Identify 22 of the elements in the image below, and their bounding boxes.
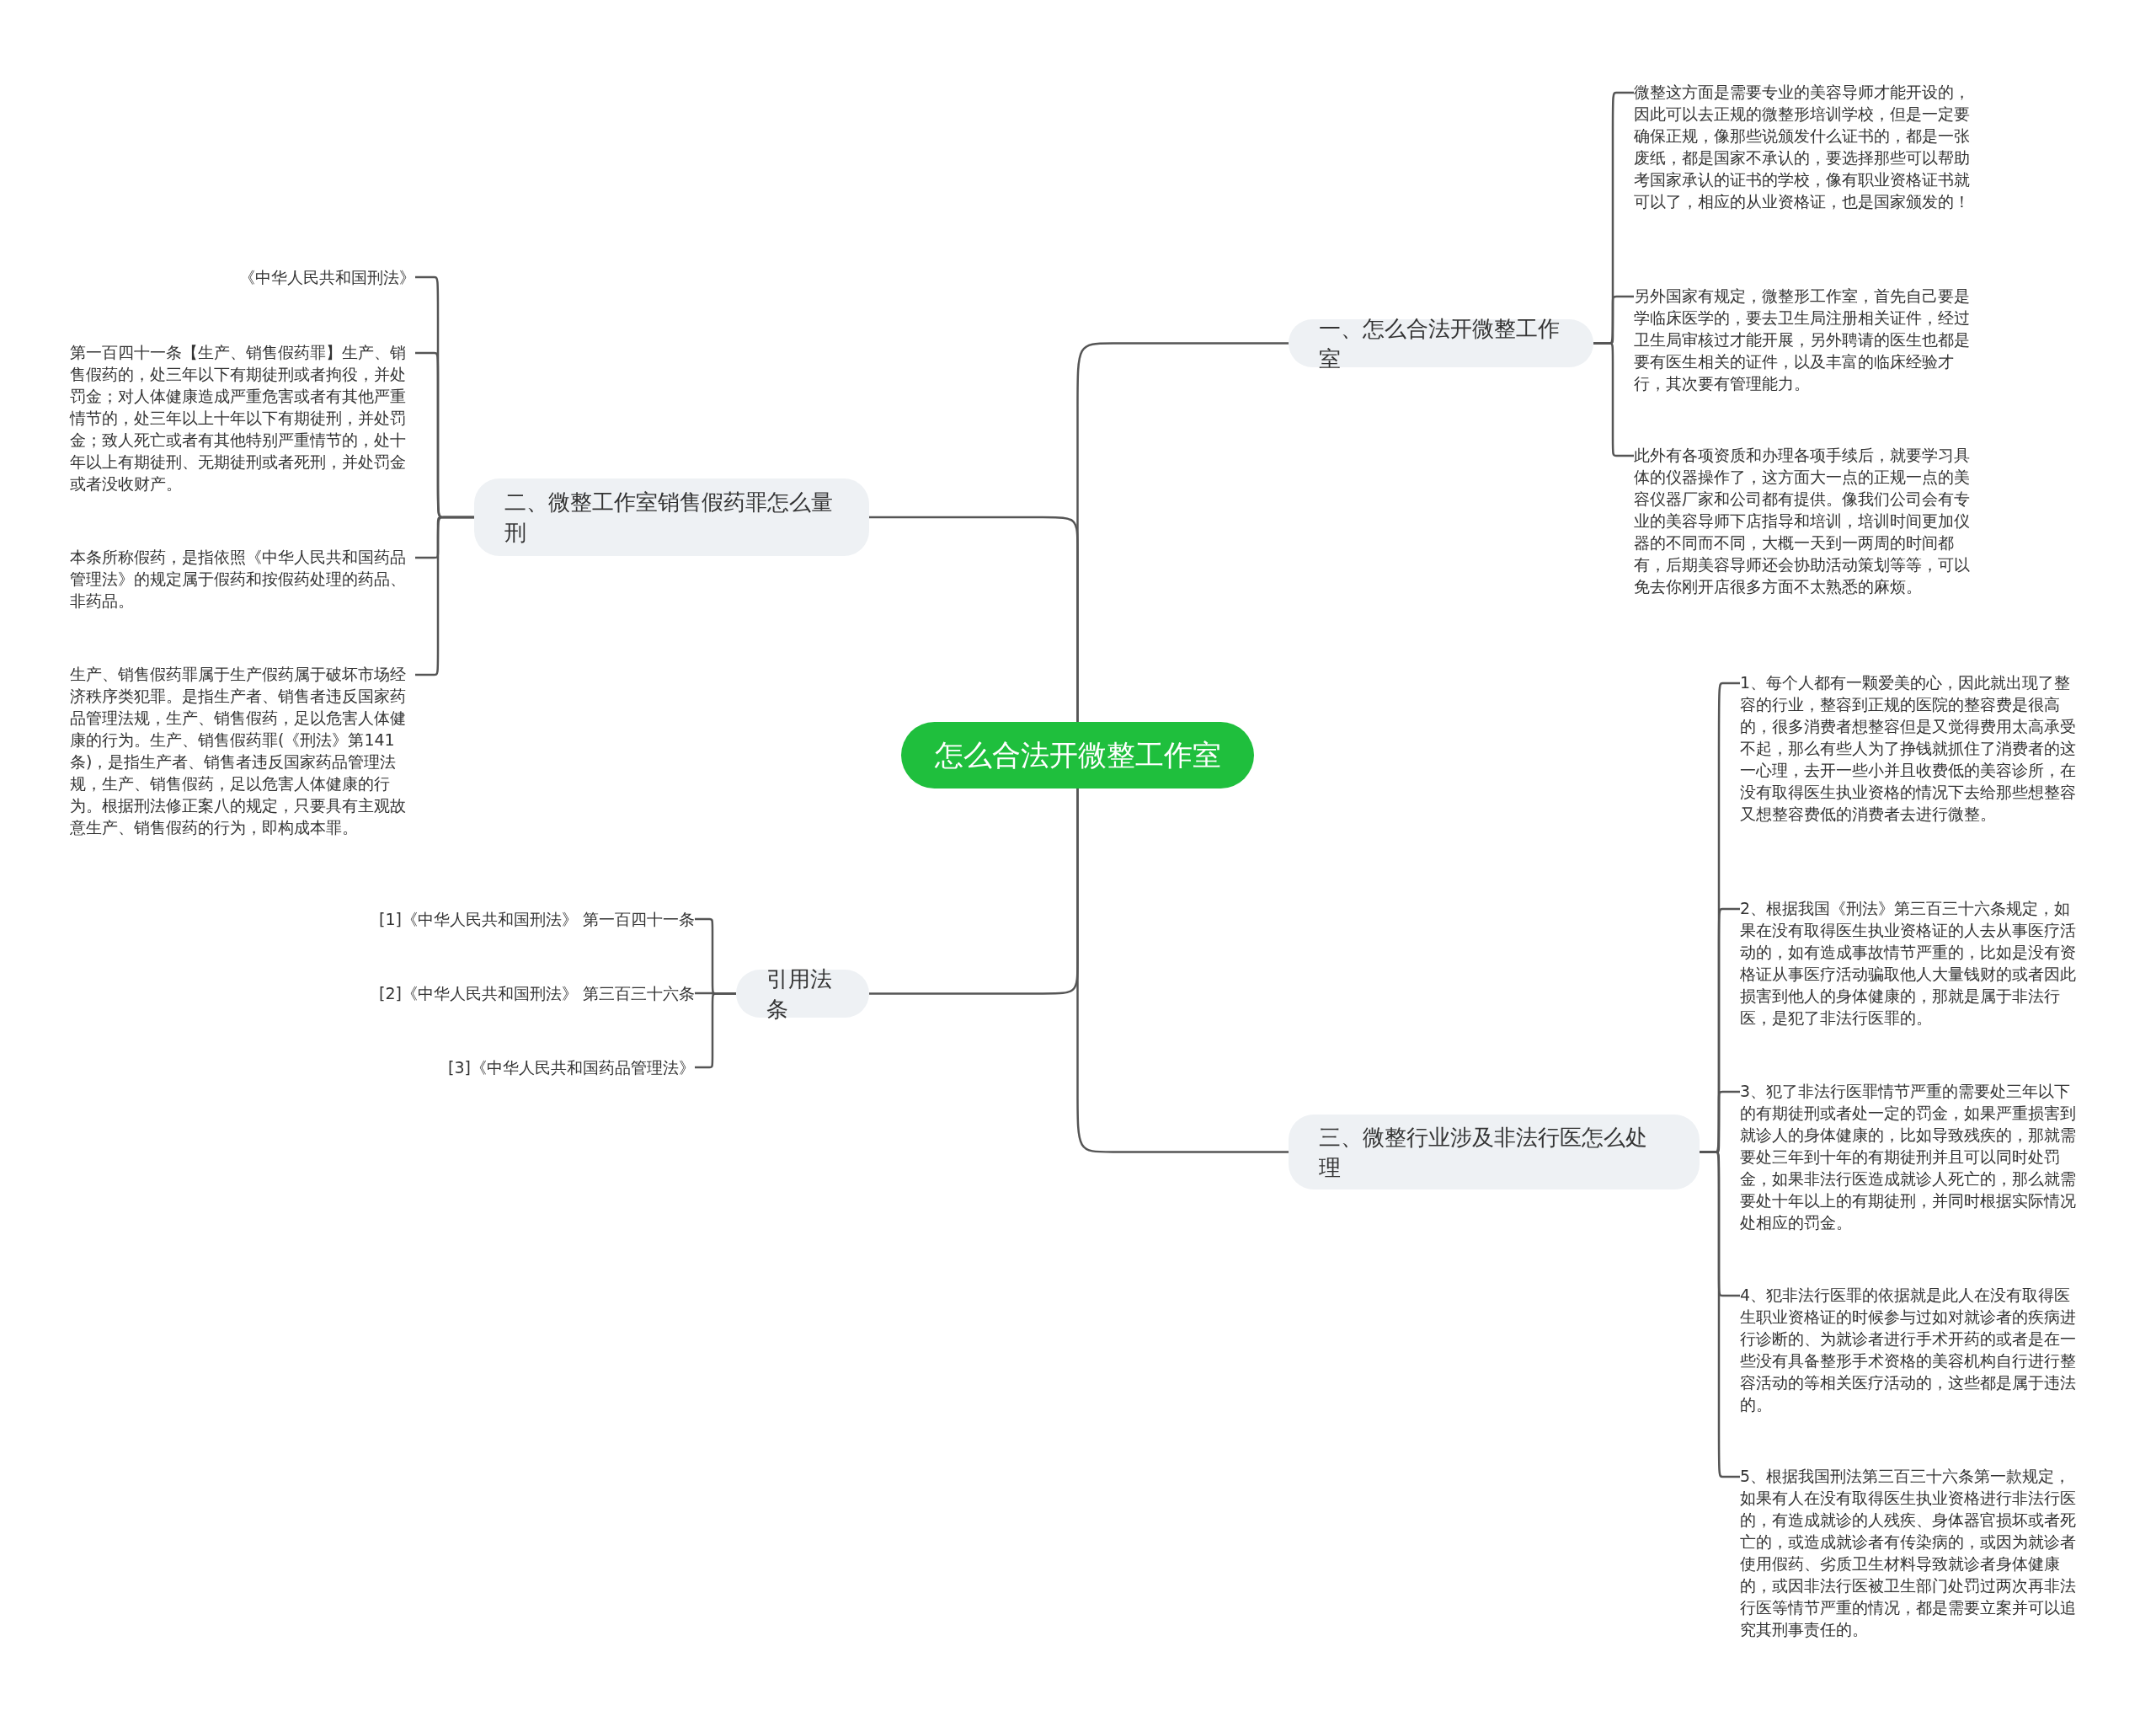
topic-box: 三、微整行业涉及非法行医怎么处理 bbox=[1289, 1115, 1700, 1189]
note-text: 第一百四十一条【生产、销售假药罪】生产、销售假药的，处三年以下有期徒刑或者拘役，并处罚金；对人体健康造成严重危害或者有其他严重情节的，处三年以上十年以下有期徒刑，并处罚金；致人死亡或者有其他特别严重情节的，处十年以上有期徒刑、无期徒刑或者死刑，并处罚金或者没收财产。 bbox=[70, 341, 415, 494]
note-text: 5、根据我国刑法第三百三十六条第一款规定，如果有人在没有取得医生执业资格进行非法行医的，有造成就诊的人残疾、身体器官损坏或者死亡的，或造成就诊者有传染病的，或因为就诊者使用假药、劣质卫生材料导致就诊者身体健康的，或因非法行医被卫生部门处罚过两次再非法行医等情节严重的情况，都是需要立案并可以追究其刑事责任的。 bbox=[1740, 1465, 2085, 1640]
note-text: 另外国家有规定，微整形工作室，首先自己要是学临床医学的，要去卫生局注册相关证件，经过卫生局审核过才能开展，另外聘请的医生也都是要有医生相关的证件，以及丰富的临床经验才行，其次要有管理能力。 bbox=[1634, 285, 1979, 394]
note-text: 2、根据我国《刑法》第三百三十六条规定，如果在没有取得医生执业资格证的人去从事医疗活动的，如有造成事故情节严重的，比如是没有资格证从事医疗活动骗取他人大量钱财的或者因此损害到他人的身体健康的，那就是属于非法行医，是犯了非法行医罪的。 bbox=[1740, 897, 2085, 1029]
connector-line bbox=[869, 516, 1079, 722]
connector-line bbox=[1076, 789, 1289, 1153]
topic-box: 一、怎么合法开微整工作室 bbox=[1289, 319, 1593, 367]
note-text: 《中华人民共和国刑法》 bbox=[239, 266, 415, 288]
note-text: 1、每个人都有一颗爱美的心，因此就出现了整容的行业，整容到正规的医院的整容费是很高的，很多消费者想整容但是又觉得费用太高承受不起，那么有些人为了挣钱就抓住了消费者的这一心理，去开一些小并且收费低的美容诊所，在没有取得医生执业资格的情况下去给那些想整容又想整容费低的消费者去进行微整。 bbox=[1740, 671, 2085, 825]
note-text: 生产、销售假药罪属于生产假药属于破坏市场经济秩序类犯罪。是指生产者、销售者违反国家药品管理法规，生产、销售假药，足以危害人体健康的行为。生产、销售假药罪(《刑法》第141条)，是指生产者、销售者违反国家药品管理法规，生产、销售假药，足以危害人体健康的行为。根据刑法修正案八的规定，只要具有主观故意生产、销售假药的行为，即构成本罪。 bbox=[70, 663, 415, 838]
note-text: 微整这方面是需要专业的美容导师才能开设的，因此可以去正规的微整形培训学校，但是一定要确保正规，像那些说颁发什么证书的，都是一张废纸，都是国家不承认的，要选择那些可以帮助考国家承认的证书的学校，像有职业资格证书就可以了，相应的从业资格证，也是国家颁发的！ bbox=[1634, 81, 1979, 212]
note-text: [2]《中华人民共和国刑法》 第三百三十六条 bbox=[379, 982, 695, 1004]
central-topic: 怎么合法开微整工作室 bbox=[901, 722, 1254, 789]
note-text: [3]《中华人民共和国药品管理法》 bbox=[448, 1056, 695, 1078]
note-text: 4、犯非法行医罪的依据就是此人在没有取得医生职业资格证的时候参与过如对就诊者的疾病进行诊断的、为就诊者进行手术开药的或者是在一些没有具备整形手术资格的美容机构自行进行整容活动的等相关医疗活动的，这些都是属于违法的。 bbox=[1740, 1284, 2085, 1415]
note-text: 3、犯了非法行医罪情节严重的需要处三年以下的有期徒刑或者处一定的罚金，如果严重损害到就诊人的身体健康的，比如导致残疾的，那就需要处三年到十年的有期徒刑并且可以同时处罚金，如果非法行医造成就诊人死亡的，那么就需要处十年以上的有期徒刑，并同时根据实际情况处相应的罚金。 bbox=[1740, 1080, 2085, 1233]
note-text: [1]《中华人民共和国刑法》 第一百四十一条 bbox=[379, 908, 695, 930]
note-text: 本条所称假药，是指依照《中华人民共和国药品管理法》的规定属于假药和按假药处理的药品、非药品。 bbox=[70, 546, 415, 612]
note-text: 此外有各项资质和办理各项手续后，就要学习具体的仪器操作了，这方面大一点的正规一点的美容仪器厂家和公司都有提供。像我们公司会有专业的美容导师下店指导和培训，培训时间更加仪器的不同而不同，大概一天到一两周的时间都有，后期美容导师还会协助活动策划等等，可以免去你刚开店很多方面不太熟悉的麻烦。 bbox=[1634, 444, 1979, 597]
connector-line bbox=[1700, 1151, 1740, 1478]
topic-box: 二、微整工作室销售假药罪怎么量刑 bbox=[474, 478, 869, 556]
